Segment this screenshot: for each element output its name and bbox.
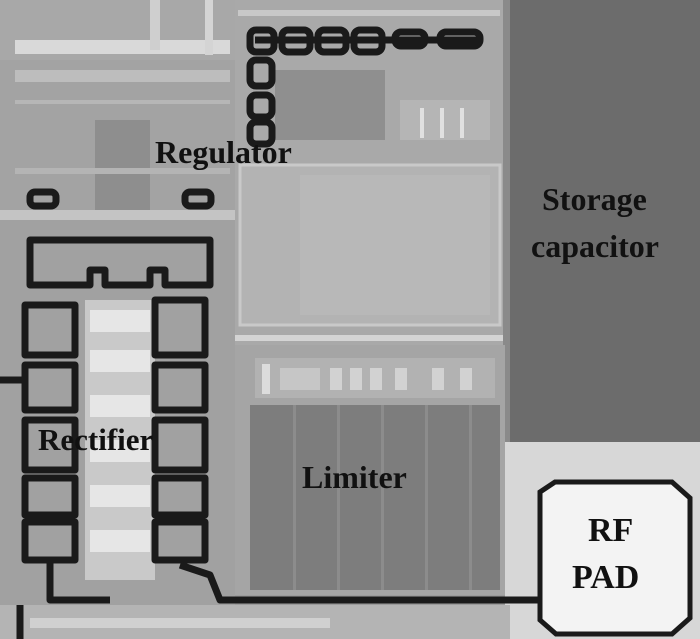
regulator-block <box>228 0 510 345</box>
rectifier-block <box>0 220 235 610</box>
storage-capacitor-region <box>510 0 700 442</box>
limiter-label: Limiter <box>302 459 407 495</box>
pad-label: PAD <box>572 559 640 596</box>
rf-pad <box>537 479 693 637</box>
capacitor-label: capacitor <box>531 228 659 264</box>
storage-label: Storage <box>542 181 647 217</box>
rectifier-label: Rectifier <box>38 422 154 457</box>
limiter-block <box>235 345 505 595</box>
metal-traces <box>0 26 545 639</box>
rf-label: RF <box>588 512 634 549</box>
top-left-circuitry <box>0 0 235 390</box>
regulator-label: Regulator <box>155 134 292 170</box>
